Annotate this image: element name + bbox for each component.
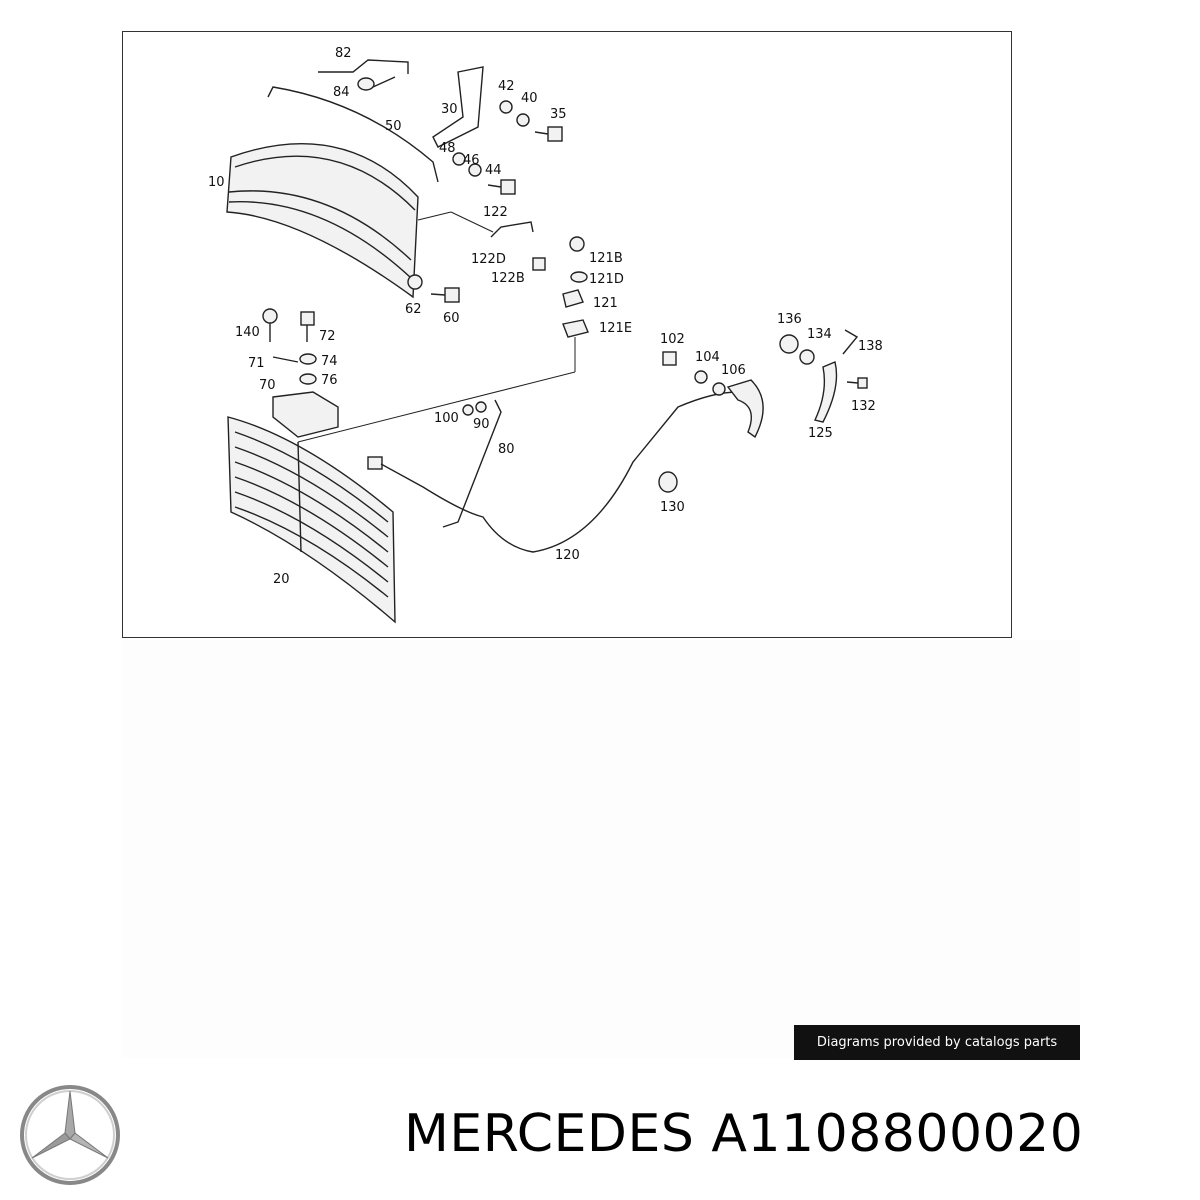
clip-121 bbox=[562, 289, 584, 308]
callout-121e: 121E bbox=[599, 321, 632, 336]
callout-121b: 121B bbox=[589, 251, 623, 266]
washer-48 bbox=[452, 152, 466, 166]
bolt-35 bbox=[534, 126, 563, 142]
clip-90 bbox=[475, 401, 487, 413]
gear-136 bbox=[779, 334, 799, 354]
callout-82: 82 bbox=[335, 46, 352, 61]
callout-74: 74 bbox=[321, 354, 338, 369]
grommet-130 bbox=[658, 471, 678, 493]
callout-140: 140 bbox=[235, 325, 260, 340]
bolt-44 bbox=[487, 179, 516, 195]
bolt-60 bbox=[430, 287, 460, 303]
bolt-72 bbox=[300, 311, 315, 326]
callout-122: 122 bbox=[483, 205, 508, 220]
bolt-132 bbox=[846, 377, 868, 389]
callout-72: 72 bbox=[319, 329, 336, 344]
washer-74 bbox=[299, 353, 317, 365]
callout-122b: 122B bbox=[491, 271, 525, 286]
callout-71: 71 bbox=[248, 356, 265, 371]
washer-40 bbox=[516, 113, 530, 127]
bracket-82 bbox=[318, 59, 409, 74]
spring-71 bbox=[272, 356, 299, 363]
callout-122d: 122D bbox=[471, 252, 506, 267]
mercedes-star-icon bbox=[20, 1085, 120, 1185]
callout-50: 50 bbox=[385, 119, 402, 134]
clamp-70 bbox=[272, 391, 339, 438]
clip-121e bbox=[562, 319, 589, 338]
callout-48: 48 bbox=[439, 141, 456, 156]
screw-84 bbox=[357, 76, 396, 91]
washer-121d bbox=[570, 271, 588, 283]
release-cable bbox=[367, 391, 739, 553]
image-background bbox=[122, 640, 1080, 1058]
callout-134: 134 bbox=[807, 327, 832, 342]
callout-35: 35 bbox=[550, 107, 567, 122]
callout-102: 102 bbox=[660, 332, 685, 347]
bolt-102 bbox=[662, 351, 677, 366]
callout-76: 76 bbox=[321, 373, 338, 388]
radiator-grille bbox=[227, 416, 396, 624]
pin-100 bbox=[462, 404, 474, 416]
callout-138: 138 bbox=[858, 339, 883, 354]
trim-rod bbox=[267, 86, 439, 183]
callout-20: 20 bbox=[273, 572, 290, 587]
bracket-30 bbox=[432, 66, 484, 148]
screw-140 bbox=[262, 308, 278, 324]
brand-name: MERCEDES bbox=[404, 1104, 695, 1164]
cotter-pin-138 bbox=[842, 329, 859, 355]
callout-104: 104 bbox=[695, 350, 720, 365]
callout-10: 10 bbox=[208, 175, 225, 190]
diagram-credit-badge: Diagrams provided by catalogs parts bbox=[794, 1025, 1080, 1060]
bolt-122b bbox=[532, 257, 546, 271]
lever-125 bbox=[814, 361, 838, 423]
part-number: A1108800020 bbox=[711, 1104, 1084, 1164]
upper-grille-panel bbox=[226, 142, 419, 299]
callout-46: 46 bbox=[463, 153, 480, 168]
part-title: MERCEDES A1108800020 bbox=[404, 1104, 1083, 1164]
callout-90: 90 bbox=[473, 417, 490, 432]
callout-121: 121 bbox=[593, 296, 618, 311]
callout-106: 106 bbox=[721, 363, 746, 378]
callout-121d: 121D bbox=[589, 272, 624, 287]
callout-100: 100 bbox=[434, 411, 459, 426]
callout-84: 84 bbox=[333, 85, 350, 100]
callout-60: 60 bbox=[443, 311, 460, 326]
parts-diagram-drawing: 82 84 50 10 30 42 40 35 48 46 44 122 122… bbox=[208, 46, 883, 624]
callout-125: 125 bbox=[808, 426, 833, 441]
washer-134 bbox=[799, 349, 815, 365]
washer-76 bbox=[299, 373, 317, 385]
callout-30: 30 bbox=[441, 102, 458, 117]
nut-62 bbox=[407, 274, 423, 290]
callout-132: 132 bbox=[851, 399, 876, 414]
callout-120: 120 bbox=[555, 548, 580, 563]
washer-106 bbox=[712, 382, 726, 396]
release-rod-80 bbox=[442, 399, 502, 528]
parts-diagram: 82 84 50 10 30 42 40 35 48 46 44 122 122… bbox=[122, 31, 1012, 638]
callout-136: 136 bbox=[777, 312, 802, 327]
release-handle bbox=[726, 379, 764, 439]
bracket-122 bbox=[490, 221, 534, 238]
callout-80: 80 bbox=[498, 442, 515, 457]
screw-121b bbox=[569, 236, 585, 252]
callout-130: 130 bbox=[660, 500, 685, 515]
callout-42: 42 bbox=[498, 79, 515, 94]
callout-62: 62 bbox=[405, 302, 422, 317]
callout-40: 40 bbox=[521, 91, 538, 106]
callout-44: 44 bbox=[485, 163, 502, 178]
washer-46 bbox=[468, 163, 482, 177]
washer-42 bbox=[499, 100, 513, 114]
washer-104 bbox=[694, 370, 708, 384]
callout-70: 70 bbox=[259, 378, 276, 393]
